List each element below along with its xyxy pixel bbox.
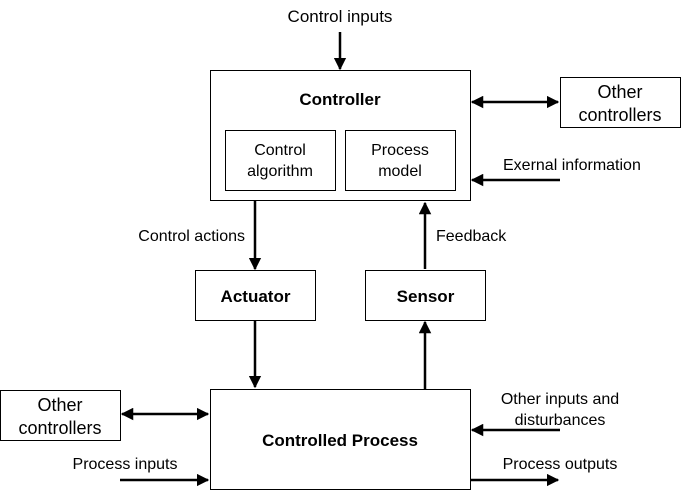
controlled-process-node: Controlled Process <box>210 389 471 490</box>
other-inputs-label-line1: Other inputs and <box>501 391 619 408</box>
process-inputs-label: Process inputs <box>73 456 178 473</box>
control-algorithm-label-line2: algorithm <box>247 163 313 180</box>
actuator-node: Actuator <box>195 270 316 321</box>
control-inputs-label: Control inputs <box>288 7 393 26</box>
process-model-node: Process model <box>345 130 456 191</box>
other-controllers-bottom-label-line2: controllers <box>18 418 101 438</box>
process-outputs-label: Process outputs <box>503 456 618 473</box>
other-controllers-bottom-label-line1: Other <box>37 395 82 415</box>
other-inputs-label-line2: disturbances <box>515 412 606 429</box>
controller-label: Controller <box>299 90 381 109</box>
other-controllers-top-node: Other controllers <box>560 77 681 128</box>
actuator-label: Actuator <box>221 287 291 306</box>
process-model-label-line1: Process <box>371 142 429 159</box>
external-information-label: Exernal information <box>503 157 641 174</box>
control-algorithm-node: Control algorithm <box>225 130 336 191</box>
other-controllers-bottom-node: Other controllers <box>0 390 121 441</box>
feedback-label: Feedback <box>436 228 507 245</box>
other-controllers-top-label-line2: controllers <box>578 105 661 125</box>
sensor-label: Sensor <box>397 287 455 306</box>
control-actions-label: Control actions <box>138 228 245 245</box>
other-controllers-top-label-line1: Other <box>597 82 642 102</box>
process-model-label-line2: model <box>378 163 422 180</box>
controlled-process-label: Controlled Process <box>262 431 418 450</box>
control-algorithm-label-line1: Control <box>254 142 306 159</box>
sensor-node: Sensor <box>365 270 486 321</box>
